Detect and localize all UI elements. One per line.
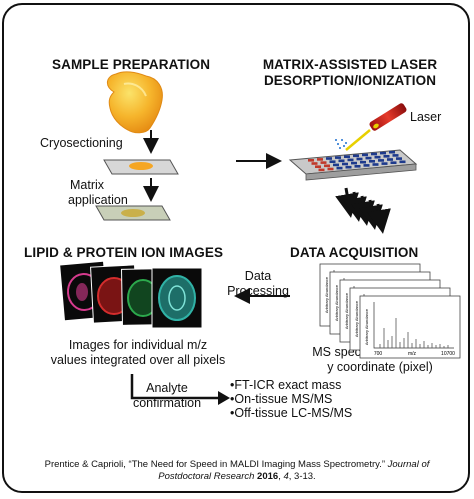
citation-text: Prentice & Caprioli, “The Need for Speed… [44,459,385,470]
matrix-application-label: Matrix application [68,178,128,208]
acquisition-arrows [335,187,391,234]
pixel-spot [381,162,388,165]
analyte-line2: confirmation [132,396,202,410]
pixel-spot [345,165,352,169]
pixel-spot [360,160,366,164]
analyte-line1: Analyte [146,381,188,395]
pixel-spot [387,158,393,161]
pixel-spot [311,162,318,165]
ion-images-caption-line1: Images for individual m/z [68,338,208,352]
method-item: •On-tissue MS/MS [230,392,333,406]
pixel-spot [356,157,363,161]
pixel-spot [318,168,325,172]
spectrum-y-axis-label: Arbitrary Abundance [324,276,329,313]
matrix-coated-slide [95,205,171,221]
pixel-spot [396,157,402,160]
pixel-spot [371,152,377,156]
method-item: •Off-tissue LC-MS/MS [230,406,353,420]
confirmation-methods-list: •FT-ICR exact mass •On-tissue MS/MS •Off… [230,378,352,420]
ion-image-panels [59,260,203,329]
pixel-spot [324,164,330,168]
pixel-spot [363,164,370,167]
confirmation-arrow [130,374,218,400]
pixel-spot [342,162,348,166]
pixel-spot [327,167,334,171]
pixel-spot [389,150,395,154]
pixel-spot [326,157,332,160]
pixel-spot [378,159,384,162]
pixel-spot [344,155,350,158]
citation-journal-line1: Journal of [387,459,430,470]
data-acquisition-heading: DATA ACQUISITION [290,245,419,260]
maldi-heading: MATRIX-ASSISTED LASER DESORPTION/IONIZAT… [255,57,445,89]
diagram-frame [2,3,470,493]
pixel-spot [365,156,372,160]
ion-plume [335,139,347,149]
ion-images-caption: Images for individual m/z values integra… [38,338,238,368]
pixel-spot [369,160,375,163]
citation-pages: , 3-13. [288,471,316,482]
ms-caption-line2: y coordinate (pixel) [327,360,433,374]
confirmation-arrowhead [218,391,230,405]
pixel-spot [351,161,357,165]
tissue-block [107,71,163,134]
method-ft-icr: FT-ICR exact mass [234,378,342,392]
spectrum-y-axis-label: Arbitrary Abundance [354,300,359,337]
ion-images-heading: LIPID & PROTEIN ION IMAGES [24,245,224,260]
spectrum-y-axis-label: Arbitrary Abundance [344,292,349,329]
pixel-spot [372,163,379,166]
pixel-spot [392,154,399,157]
laser-icon [345,103,407,151]
spectrum-x-min-tick: 700 [374,351,383,357]
method-off-tissue: Off-tissue LC-MS/MS [234,406,353,420]
pixel-spot [354,165,361,168]
tissue-section-slide [103,159,179,175]
spectrum-card: Arbitrary Abundance 700 m/z 10700 [359,295,461,359]
sample-preparation-heading: SAMPLE PREPARATION [52,57,211,72]
pixel-spot [317,158,323,161]
pixel-grid [308,150,406,172]
pixel-spot [308,159,314,162]
citation: Prentice & Caprioli, “The Need for Speed… [44,459,430,482]
pixel-spot [362,153,368,157]
pixel-spot [383,155,390,158]
pixel-spot [353,154,359,158]
pixel-spot [380,151,386,155]
spectrum-x-axis-label: m/z [408,351,417,357]
laser-label: Laser [410,110,442,124]
ion-images-caption-line2: values integrated over all pixels [50,353,226,367]
maldi-heading-line1: MATRIX-ASSISTED LASER [262,57,438,72]
method-item: •FT-ICR exact mass [230,378,342,392]
data-processing-line1: Data [244,269,272,283]
spectrum-y-axis-label: Arbitrary Abundance [364,308,369,345]
pixel-spot [347,158,354,162]
spectrum-x-max-tick: 10700 [441,351,455,357]
pixel-spot [320,161,327,164]
citation-journal-line2: Postdoctoral Research [158,471,255,482]
citation-year: 2016 [257,471,279,482]
pixel-spot [374,155,381,159]
maldi-heading-line2: DESORPTION/IONIZATION [263,73,437,88]
pixel-spot [329,160,336,163]
matrix-label-line2: application [68,193,128,207]
cryosectioning-label: Cryosectioning [40,136,123,150]
pixel-spot [335,156,341,159]
method-on-tissue: On-tissue MS/MS [234,392,333,406]
citation-volume: 4 [283,471,289,482]
pixel-spot [315,165,321,168]
pixel-spot [333,163,339,167]
pixel-spot [390,161,397,164]
analyte-confirmation-label: Analyte confirmation [121,381,213,411]
pixel-spot [338,159,345,163]
pixel-spot [399,160,406,164]
spectrum-y-axis-label: Arbitrary Abundance [334,284,339,321]
pixel-spot [336,166,343,170]
matrix-label-line1: Matrix [70,178,105,192]
